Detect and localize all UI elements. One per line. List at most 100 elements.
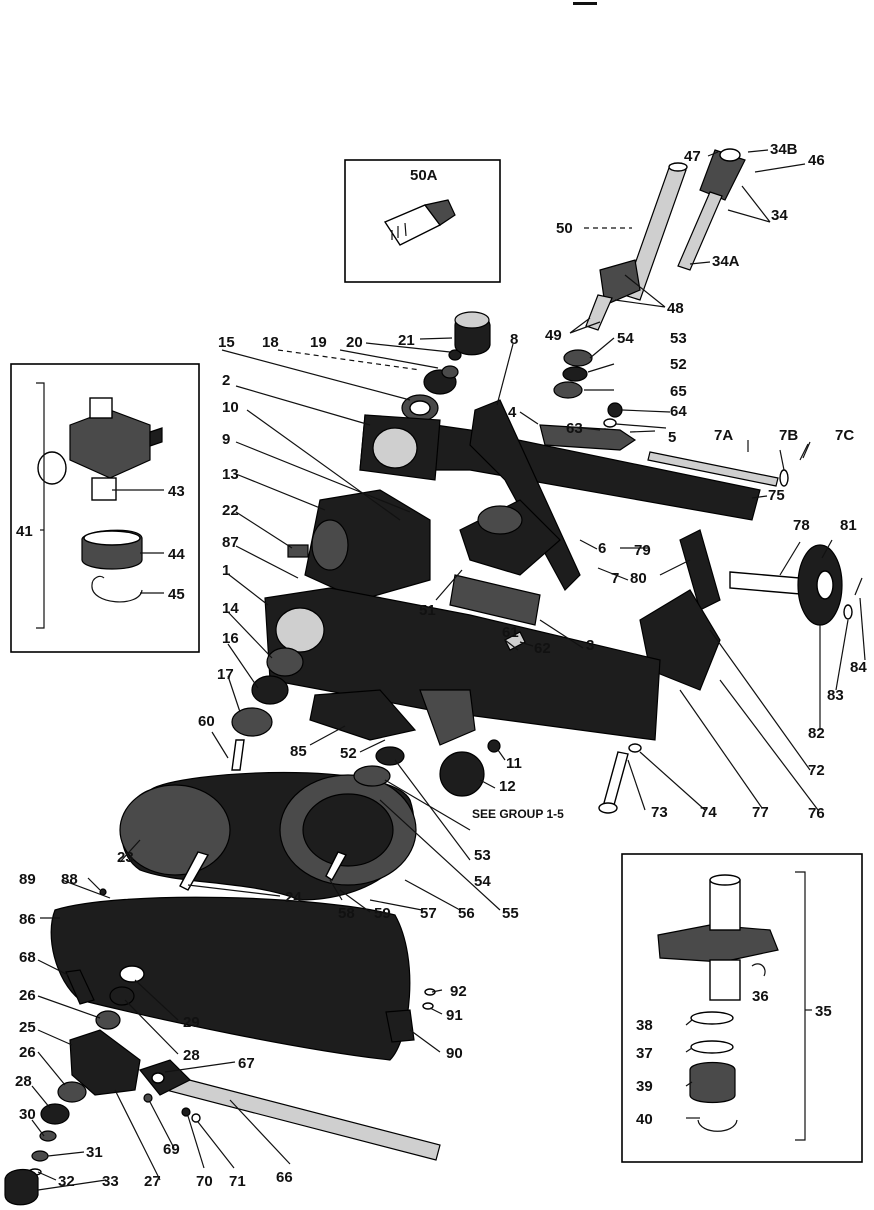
label-26a: 26 [19,987,36,1004]
shaft-60 [231,739,245,771]
inset-box-35 [621,853,863,1163]
washer-71 [191,1113,201,1123]
bushing-26a [95,1010,121,1030]
label-34b: 34B [770,141,798,158]
bushing-28a [109,986,135,1006]
label-81: 81 [840,517,857,534]
main-frame-1 [264,587,661,746]
housing-13 [287,489,431,601]
washer-91 [422,1002,434,1010]
bearing-53-lower [353,765,391,787]
label-65: 65 [670,383,687,400]
label-11: 11 [506,755,522,772]
bushing-26b [57,1081,87,1103]
bearing-54-lower [375,746,405,766]
label-20: 20 [346,334,363,351]
bearing-stack-15-21 [401,311,491,422]
label-84: 84 [850,659,867,676]
label-28a: 28 [183,1047,200,1064]
nut-30 [39,1130,57,1142]
bushing-29 [119,965,145,983]
bearing-54-upper [563,349,593,367]
label-58: 58 [338,905,355,922]
bushing-28b [40,1103,70,1125]
top-tick-mark [573,2,597,5]
label-34a: 34A [712,253,740,270]
label-85: 85 [290,743,307,760]
label-29: 29 [183,1014,200,1031]
label-43: 43 [168,483,185,500]
bracket-90 [385,1009,415,1043]
leader-lines [31,149,866,1191]
label-36: 36 [752,988,769,1005]
label-3: 3 [586,637,594,654]
label-91: 91 [446,1007,463,1024]
label-26b: 26 [19,1044,36,1061]
label-23: 23 [117,849,134,866]
bolt-head-73 [598,802,618,814]
label-80: 80 [630,570,647,587]
label-33: 33 [102,1173,119,1190]
label-24: 24 [285,889,302,906]
bearing-17 [231,707,273,737]
label-13: 13 [222,466,239,483]
label-54b: 54 [474,873,491,890]
label-70: 70 [196,1173,213,1190]
washer-74 [628,743,642,753]
label-32: 32 [58,1173,75,1190]
label-77: 77 [752,804,769,821]
bearing-14 [266,647,304,677]
bushing-68 [65,969,95,1005]
label-28b: 28 [15,1073,32,1090]
label-76: 76 [808,805,825,822]
label-7c: 7C [835,427,854,444]
label-72: 72 [808,762,825,779]
label-57: 57 [420,905,437,922]
universal-joint-41 [37,397,163,603]
pin-7a [647,451,779,487]
label-63: 63 [566,420,583,437]
label-49: 49 [545,327,562,344]
inset-box-41 [10,363,200,653]
label-16: 16 [222,630,239,647]
label-14: 14 [222,600,239,617]
label-9: 9 [222,431,230,448]
label-82: 82 [808,725,825,742]
label-15: 15 [218,334,235,351]
callout-labels: 50A 47 34B 46 34 50 34A 48 49 54 53 52 6… [15,141,867,1190]
label-1: 1 [222,562,230,579]
label-12: 12 [499,778,516,795]
label-35: 35 [815,1003,832,1020]
washer-64 [603,418,617,428]
steering-shaft-50 [623,162,688,301]
label-53a: 53 [670,330,687,347]
frame-plate-2 [359,414,761,521]
shaft-78 [729,571,801,595]
label-88: 88 [61,871,78,888]
bolt-73 [603,751,629,806]
cover-85 [309,689,417,741]
label-71: 71 [229,1173,246,1190]
label-64: 64 [670,403,687,420]
pulley-81 [797,544,843,626]
label-8: 8 [510,331,518,348]
label-17: 17 [217,666,234,683]
lever-67 [138,1059,192,1096]
label-7a: 7A [714,427,733,444]
label-25: 25 [19,1019,36,1036]
label-68: 68 [19,949,36,966]
nut-70 [181,1107,191,1117]
ball-65 [607,402,623,418]
label-18: 18 [262,334,279,351]
label-7b: 7B [779,427,798,444]
label-40: 40 [636,1111,653,1128]
fork-4 [539,424,637,451]
label-50a: 50A [410,167,438,184]
label-50: 50 [556,220,573,237]
rod-66 [165,1074,441,1161]
label-30: 30 [19,1106,36,1123]
label-4: 4 [508,404,517,421]
label-10: 10 [222,399,239,416]
washer-69 [143,1093,153,1103]
